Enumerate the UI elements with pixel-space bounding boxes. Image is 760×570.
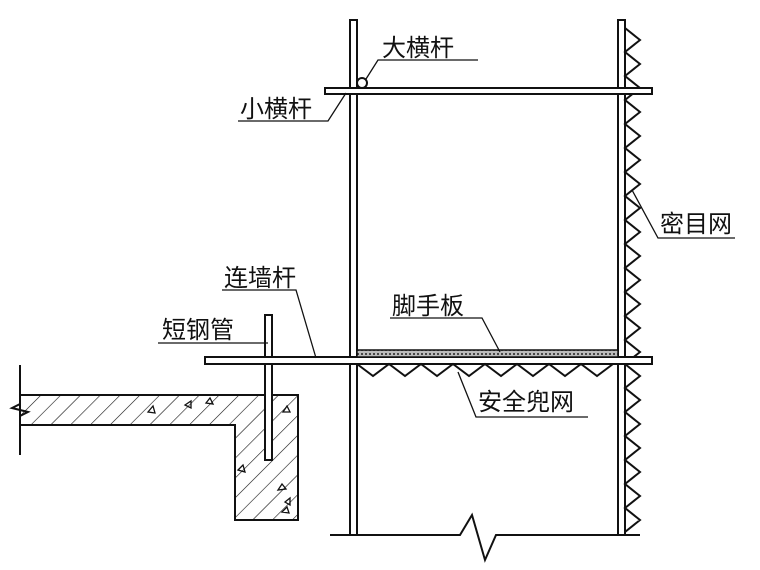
short-steel-pipe — [264, 314, 273, 461]
short-steel-pipe-label: 短钢管 — [162, 316, 234, 344]
safety-net — [356, 362, 614, 378]
scaffold-board-label: 脚手板 — [392, 292, 464, 320]
wall-tie-bar — [204, 356, 653, 365]
concrete-slab — [9, 365, 299, 521]
dense-mesh-label: 密目网 — [660, 210, 732, 238]
wall-tie-label: 连墙杆 — [224, 264, 296, 292]
ground-break-line — [330, 512, 640, 563]
safety-net-label: 安全兜网 — [478, 388, 574, 416]
main-ledger-section — [356, 77, 368, 89]
inner-upright — [349, 19, 358, 536]
main-ledger-label: 大横杆 — [382, 34, 454, 62]
upper-transom — [324, 87, 653, 95]
scaffold-board — [356, 349, 619, 358]
outer-upright — [617, 19, 626, 536]
transom-label: 小横杆 — [240, 95, 312, 123]
dense-mesh — [623, 27, 642, 533]
leader-lines — [158, 59, 735, 418]
